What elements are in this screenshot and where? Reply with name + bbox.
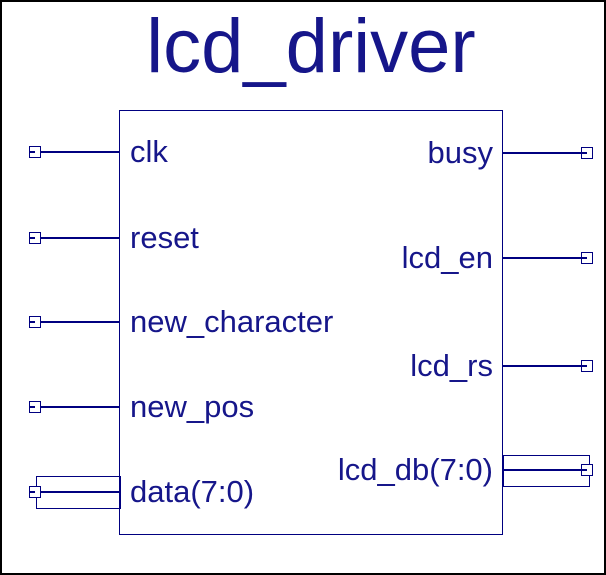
port-new-pos[interactable]: new_pos — [0, 389, 606, 425]
bus-rectangle-icon — [503, 455, 590, 487]
wire — [503, 257, 581, 259]
wire — [41, 151, 119, 153]
port-busy[interactable]: busy — [0, 135, 606, 171]
port-lcd-db[interactable]: lcd_db(7:0) — [0, 452, 606, 488]
port-lcd-rs[interactable]: lcd_rs — [0, 348, 606, 384]
port-label: data(7:0) — [130, 474, 255, 509]
port-data[interactable]: data(7:0) — [0, 474, 606, 510]
module-title: lcd_driver — [146, 4, 476, 89]
port-label: clk — [130, 134, 168, 169]
port-label: lcd_en — [401, 240, 493, 275]
port-clk[interactable]: clk — [0, 134, 606, 170]
port-label: new_character — [130, 304, 334, 339]
wire — [503, 469, 581, 471]
output-pin-icon — [581, 360, 593, 372]
port-label: busy — [427, 135, 493, 170]
wire — [41, 321, 119, 323]
port-label: new_pos — [130, 389, 255, 424]
port-new-character[interactable]: new_character — [0, 304, 606, 340]
output-pin-icon — [581, 252, 593, 264]
output-pin-icon — [581, 464, 593, 476]
port-label: lcd_db(7:0) — [337, 452, 493, 487]
port-label: lcd_rs — [410, 348, 493, 383]
input-pin-icon — [29, 316, 41, 328]
wire — [41, 406, 119, 408]
wire — [41, 237, 119, 239]
input-pin-icon — [29, 401, 41, 413]
input-pin-icon — [29, 146, 41, 158]
module-symbol-body[interactable] — [119, 110, 503, 535]
input-pin-icon — [29, 232, 41, 244]
wire — [41, 491, 119, 493]
port-lcd-en[interactable]: lcd_en — [0, 240, 606, 276]
output-pin-icon — [581, 147, 593, 159]
wire — [503, 365, 581, 367]
wire — [503, 152, 581, 154]
port-reset[interactable]: reset — [0, 220, 606, 256]
port-label: reset — [130, 220, 199, 255]
input-pin-icon — [29, 486, 41, 498]
